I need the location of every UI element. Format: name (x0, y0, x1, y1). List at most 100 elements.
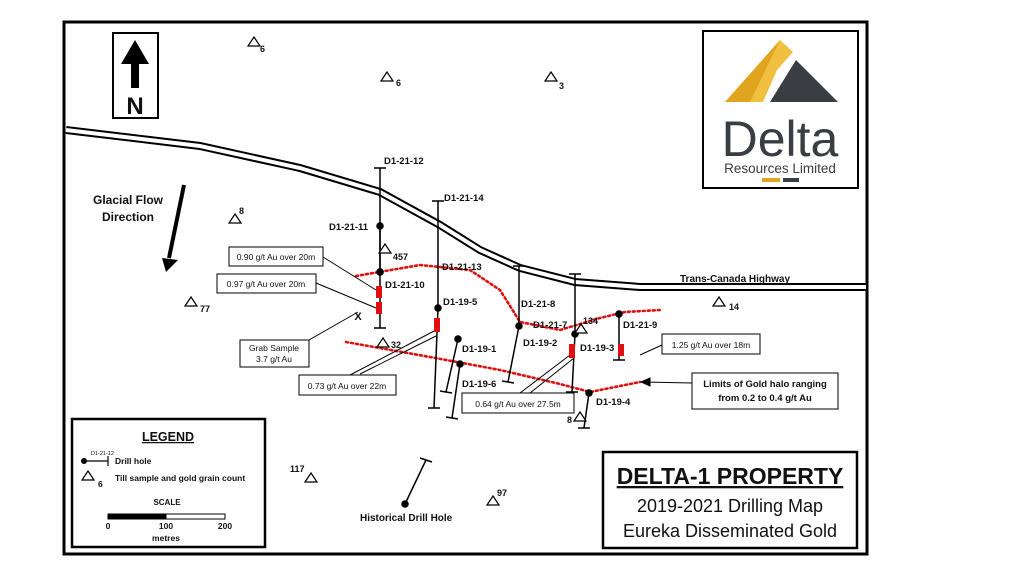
triangle-icon (227, 212, 243, 224)
highway-label: Trans-Canada Highway (680, 274, 790, 285)
historical-hole-label: Historical Drill Hole (360, 513, 453, 524)
drill-hole-h10 (374, 268, 386, 329)
label-h11: D1-21-11 (329, 222, 369, 233)
triangle-icon (543, 70, 559, 82)
scale-bar-white (165, 513, 226, 520)
scale-unit: metres (152, 533, 180, 543)
glacial-flow-line2: Direction (102, 210, 154, 224)
grab-sample: X Grab Sample 3.7 g/t Au (239, 311, 362, 368)
svg-text:97: 97 (497, 488, 507, 498)
till-sample-t7: 32 (375, 336, 401, 350)
logo-dark-bar (783, 178, 799, 182)
legend-drill-label: Drill hole (115, 456, 152, 466)
legend-scale-title: SCALE (153, 498, 181, 507)
map-title: DELTA-1 PROPERTY (617, 463, 844, 489)
scale-tick-0: 0 (106, 521, 111, 531)
label-h6: D1-19-6 (462, 379, 496, 390)
north-label: N (126, 93, 143, 120)
grab-sample-marker: X (354, 311, 362, 323)
legend-title: LEGEND (142, 430, 194, 444)
company-logo: Delta Resources Limited (702, 30, 859, 189)
legend-till-label: Till sample and gold grain count (115, 473, 245, 483)
svg-text:77: 77 (200, 304, 210, 314)
label-h14: D1-21-14 (444, 193, 484, 204)
callout-c1: 0.90 g/t Au over 20m (237, 252, 315, 262)
historical-drill-hole (401, 457, 433, 508)
glacial-flow-line1: Glacial Flow (93, 193, 164, 207)
callouts: 0.90 g/t Au over 20m 0.97 g/t Au over 20… (216, 246, 839, 414)
svg-text:6: 6 (396, 78, 401, 88)
logo-box (702, 30, 859, 189)
till-sample-t3: 3 (543, 70, 564, 91)
triangle-icon (485, 494, 501, 506)
gold-halo-line2: from 0.2 to 0.4 g/t Au (718, 393, 812, 404)
till-sample-t6: 77 (183, 295, 210, 314)
label-h4: D1-19-4 (596, 397, 631, 408)
legend-drill-sample: D1-21-12 (91, 451, 114, 457)
drill-hole-h4 (578, 389, 593, 429)
drill-holes (374, 167, 625, 508)
intercept-h10-upper (376, 286, 382, 298)
triangle-icon (573, 322, 589, 334)
drill-hole-h8 (501, 265, 525, 384)
callout-c4: 0.64 g/t Au over 27.5m (475, 399, 561, 409)
till-sample-t12: 97 (485, 488, 507, 506)
label-h12: D1-21-12 (384, 156, 424, 167)
label-h1: D1-19-1 (462, 344, 497, 355)
grab-sample-line2: 3.7 g/t Au (256, 354, 292, 364)
intercept-h5 (434, 318, 440, 332)
label-h10: D1-21-10 (385, 280, 425, 291)
till-sample-t10: 8 (567, 410, 588, 425)
logo-name: Delta (722, 111, 839, 167)
gold-halo-north-limit (354, 263, 662, 332)
triangle-icon (711, 295, 727, 307)
map-subtitle-1: 2019-2021 Drilling Map (637, 496, 823, 516)
svg-text:3: 3 (559, 81, 564, 91)
svg-text:14: 14 (729, 302, 739, 312)
leader-lines (308, 256, 693, 394)
label-h2: D1-19-2 (523, 338, 557, 349)
title-box (601, 450, 859, 550)
intercept-h3 (569, 344, 575, 358)
scale-tick-200: 200 (218, 521, 232, 531)
callout-c3: 0.73 g/t Au over 22m (308, 381, 386, 391)
till-sample-t1: 6 (246, 35, 265, 54)
glacial-flow-arrow-shaft (167, 184, 186, 259)
label-h5: D1-19-5 (443, 297, 478, 308)
scale-tick-100: 100 (159, 521, 173, 531)
legend: LEGEND D1-21-12 Drill hole 6 Till sample… (70, 417, 267, 549)
scale-bar-black (107, 513, 167, 520)
grab-sample-box (239, 339, 310, 368)
legend-drill-icon (81, 458, 87, 464)
triangle-icon (246, 35, 262, 47)
logo-gold-facet (750, 40, 793, 102)
till-sample-t9: 14 (711, 295, 739, 312)
svg-text:6: 6 (260, 44, 265, 54)
logo-gold-peak (725, 40, 780, 102)
triangle-icon (572, 410, 588, 422)
triangle-icon (183, 295, 199, 307)
logo-dark-peak (770, 60, 838, 102)
triangle-icon (377, 242, 393, 254)
till-sample-t8: 134 (573, 316, 598, 334)
callout-c2: 0.97 g/t Au over 20m (227, 279, 305, 289)
gold-halo-line1: Limits of Gold halo ranging (703, 379, 827, 390)
triangle-icon (379, 70, 395, 82)
label-h9: D1-21-9 (623, 320, 657, 331)
north-arrow: N (112, 32, 159, 120)
label-h8: D1-21-8 (521, 299, 555, 310)
svg-text:32: 32 (391, 340, 401, 350)
triangle-icon (303, 471, 319, 483)
svg-text:134: 134 (583, 316, 598, 326)
till-sample-t2: 6 (379, 70, 401, 88)
drill-hole-h6 (445, 360, 464, 420)
label-h13: D1-21-13 (442, 262, 482, 273)
drill-hole-labels: D1-21-12 D1-21-11 D1-21-10 D1-21-14 D1-2… (329, 156, 657, 524)
highway: Trans-Canada Highway (65, 126, 866, 291)
glacial-flow: Glacial Flow Direction (93, 184, 186, 272)
svg-text:8: 8 (239, 206, 244, 216)
logo-subtitle: Resources Limited (724, 161, 836, 176)
legend-box (70, 417, 267, 549)
drill-hole-h11 (376, 222, 384, 272)
